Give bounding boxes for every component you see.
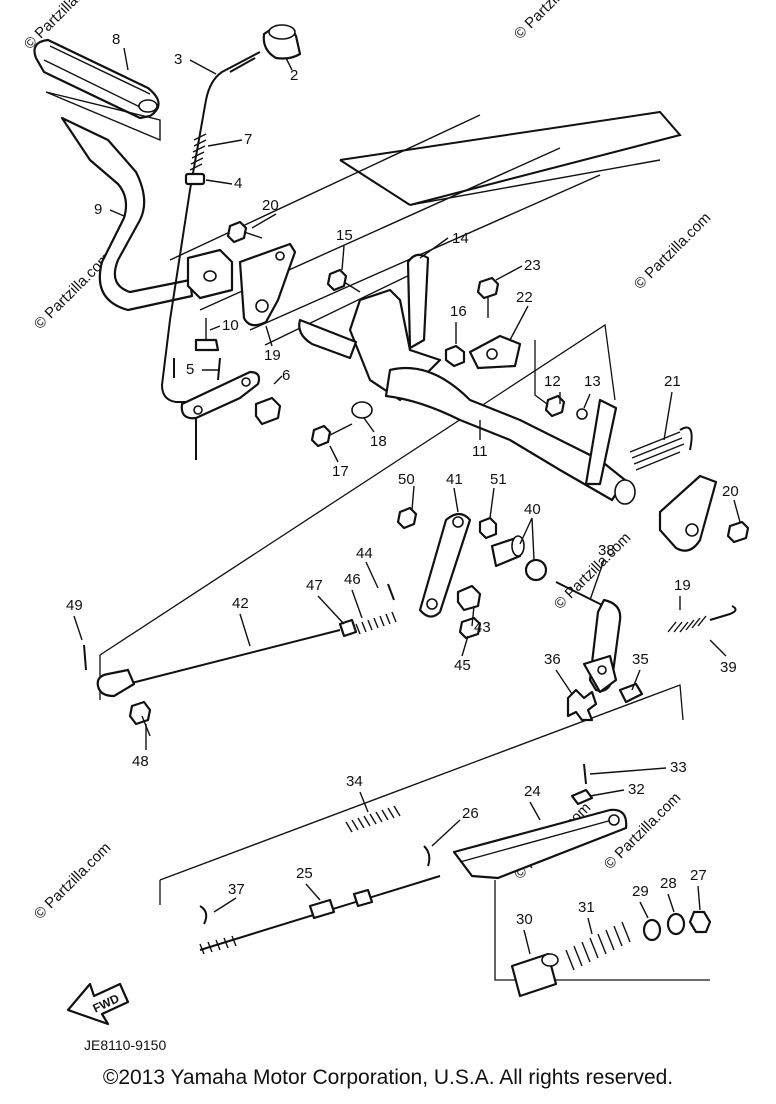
washers [642, 910, 712, 942]
bolt [310, 401, 373, 448]
nut [444, 344, 466, 368]
mount-plate [238, 242, 297, 327]
callout: 37 [228, 881, 245, 898]
callout: 38 [598, 542, 615, 559]
callout-labels: 8 3 2 7 4 9 20 15 14 23 22 10 19 16 5 6 … [66, 31, 739, 928]
callout: 25 [296, 865, 313, 882]
diagram-code: JE8110-9150 [84, 1037, 166, 1053]
callout: 13 [584, 373, 601, 390]
watermark: © Partzilla.com [31, 839, 114, 922]
callout: 42 [232, 595, 249, 612]
watermark: © Partzilla.com [21, 0, 104, 53]
cotter-pins [173, 357, 221, 381]
shift-rod [160, 24, 302, 403]
return-spring [629, 426, 693, 471]
pin [570, 763, 594, 806]
callout: 3 [174, 51, 182, 68]
callout: 40 [524, 501, 541, 518]
bushings [490, 535, 548, 582]
callout: 17 [332, 463, 349, 480]
bolt [194, 318, 220, 352]
link-arm [396, 506, 498, 618]
tension-spring [667, 605, 737, 633]
sub-bracket [468, 334, 522, 370]
watermark: © Partzilla.com [511, 0, 594, 43]
bolt [476, 276, 500, 318]
copyright-notice: ©2013 Yamaha Motor Corporation, U.S.A. A… [102, 1066, 674, 1089]
callout: 9 [94, 201, 102, 218]
callout: 8 [112, 31, 120, 48]
callout: 12 [544, 373, 561, 390]
callout: 22 [516, 289, 533, 306]
compression-spring [345, 805, 401, 833]
forward-arrow-icon: FWD [66, 982, 130, 1026]
callout: 33 [670, 759, 687, 776]
callout: 20 [722, 483, 739, 500]
callout: 35 [632, 651, 649, 668]
wing-nut [566, 688, 598, 722]
watermark-layer: © Partzilla.com © Partzilla.com © Partzi… [21, 0, 714, 923]
pivot-lever [555, 581, 622, 694]
mount-plate [658, 474, 750, 552]
callout: 7 [244, 131, 252, 148]
callout: 18 [370, 433, 387, 450]
bolt [226, 220, 263, 244]
pedal-spring [565, 921, 631, 971]
callout: 49 [66, 597, 83, 614]
callout: 20 [262, 197, 279, 214]
callout: 23 [524, 257, 541, 274]
callout: 36 [544, 651, 561, 668]
callout: 26 [462, 805, 479, 822]
callout: 16 [450, 303, 467, 320]
adjust-rod [199, 875, 441, 955]
leader-lines [73, 47, 741, 955]
callout: 14 [452, 230, 469, 247]
callout: 19 [264, 347, 281, 364]
callout: 34 [346, 773, 363, 790]
callout: 31 [578, 899, 595, 916]
clip [423, 845, 431, 867]
callout: 41 [446, 471, 463, 488]
callout: 39 [720, 659, 737, 676]
callout: 2 [290, 67, 298, 84]
grip [33, 38, 160, 120]
callout: 48 [132, 753, 149, 770]
callout: 28 [660, 875, 677, 892]
callout: 46 [344, 571, 361, 588]
callout: 44 [356, 545, 373, 562]
callout: 50 [398, 471, 415, 488]
callout: 47 [306, 577, 323, 594]
collar [456, 584, 482, 640]
callout: 10 [222, 317, 239, 334]
callout: 30 [516, 911, 533, 928]
callout: 4 [234, 175, 242, 192]
callout: 15 [336, 227, 353, 244]
clevis [83, 644, 152, 737]
callout: 5 [186, 361, 194, 378]
pin [618, 682, 644, 704]
collar [510, 952, 559, 998]
cross-shaft [384, 366, 636, 505]
lever-arm [45, 91, 194, 312]
callout: 19 [674, 577, 691, 594]
callout: 6 [282, 367, 290, 384]
bolt [326, 268, 361, 293]
callout: 24 [524, 783, 541, 800]
callout: 51 [490, 471, 507, 488]
callout: 32 [628, 781, 645, 798]
bolt [544, 394, 588, 420]
watermark: © Partzilla.com [631, 209, 714, 292]
clip [199, 905, 208, 925]
shift-link [180, 370, 282, 460]
callout: 43 [474, 619, 491, 636]
callout: 21 [664, 373, 681, 390]
callout: 29 [632, 883, 649, 900]
callout: 45 [454, 657, 471, 674]
callout: 27 [690, 867, 707, 884]
group-frame-lines [99, 323, 710, 981]
callout: 11 [472, 443, 488, 460]
pedal-arm [452, 808, 628, 880]
clamp-block [186, 248, 234, 300]
